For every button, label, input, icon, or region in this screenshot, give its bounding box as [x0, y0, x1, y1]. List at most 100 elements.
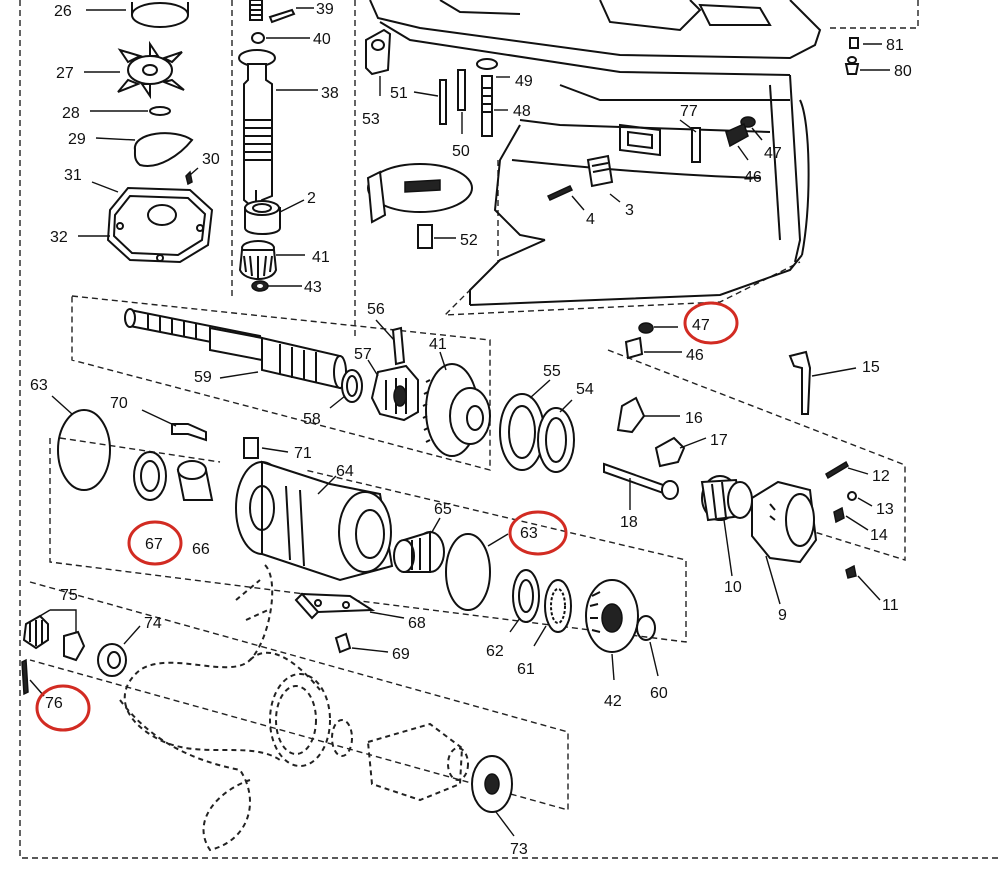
key-39 [268, 8, 296, 24]
label-47-lower: 47 [692, 317, 710, 334]
wear-plate-31-32 [106, 186, 214, 264]
label-29: 29 [68, 131, 86, 148]
label-80: 80 [894, 63, 912, 80]
ball-13 [847, 491, 857, 501]
housing-group-border [830, 0, 919, 29]
label-4: 4 [586, 211, 595, 228]
label-63-callout: 63 [520, 525, 538, 542]
label-30: 30 [202, 151, 220, 168]
shift-group-border [607, 349, 906, 561]
label-28: 28 [62, 105, 80, 122]
label-41-top: 41 [312, 249, 330, 266]
o-ring-28 [149, 106, 171, 116]
label-13: 13 [876, 501, 894, 518]
callout-circles [35, 301, 739, 732]
housing-hardware [365, 28, 890, 360]
callout-63 [508, 510, 568, 556]
bearing-carrier-64 [235, 460, 394, 582]
group-borders [19, 0, 1000, 859]
pin-12 [825, 460, 849, 480]
label-64: 64 [336, 463, 354, 480]
cam-17 [654, 436, 686, 468]
link-16 [616, 396, 646, 434]
plug-81 [849, 37, 859, 49]
label-3: 3 [625, 202, 634, 219]
label-38: 38 [321, 85, 339, 102]
label-77: 77 [680, 103, 698, 120]
bearing-carrier-top-border [59, 437, 221, 463]
screw-69 [334, 632, 352, 654]
label-61: 61 [517, 661, 535, 678]
bolt-52 [417, 224, 433, 249]
spacer-74 [97, 643, 127, 677]
label-51: 51 [390, 85, 408, 102]
propshaft-group-border [71, 295, 491, 471]
label-73: 73 [510, 841, 528, 858]
label-66: 66 [192, 541, 210, 558]
label-40: 40 [313, 31, 331, 48]
ring-40 [251, 32, 265, 44]
label-43: 43 [304, 279, 322, 296]
label-75: 75 [60, 587, 78, 604]
bearing-2 [244, 200, 281, 235]
gearcase-housing [369, 0, 822, 306]
label-58: 58 [303, 411, 321, 428]
stud-50 [457, 69, 466, 111]
label-10: 10 [724, 579, 742, 596]
callout-76 [35, 684, 91, 732]
label-53: 53 [362, 111, 380, 128]
label-46-lower: 46 [686, 347, 704, 364]
label-42: 42 [604, 693, 622, 710]
washer-54 [537, 407, 575, 473]
outer-frame-border [19, 0, 1000, 859]
driveshaft-parts [238, 0, 318, 292]
label-81: 81 [886, 37, 904, 54]
spring-14 [833, 506, 845, 524]
label-27: 27 [56, 65, 74, 82]
callout-67 [127, 520, 183, 566]
trim-tab [366, 163, 473, 224]
propshaft-group [124, 308, 575, 473]
label-17: 17 [710, 432, 728, 449]
label-49: 49 [515, 73, 533, 90]
label-26: 26 [54, 3, 72, 20]
callout-47 [683, 301, 739, 345]
washer-60 [636, 615, 656, 641]
washer-62 [512, 569, 540, 623]
washer-49 [476, 58, 498, 70]
propeller-group [21, 564, 515, 852]
shift-group [603, 350, 881, 605]
shift-housing-9 [751, 480, 818, 564]
lower-housing-border [443, 160, 801, 316]
o-ring-63-large [57, 409, 111, 491]
bearing-carrier-group [51, 395, 659, 681]
bearing-66 [176, 460, 214, 501]
label-50: 50 [452, 143, 470, 160]
label-41-mid: 41 [429, 336, 447, 353]
label-16: 16 [685, 410, 703, 427]
washer-47-lower [638, 322, 654, 334]
label-56: 56 [367, 301, 385, 318]
label-68: 68 [408, 615, 426, 632]
screw-77 [691, 127, 701, 163]
pump-housing-26 [131, 2, 189, 28]
label-67-callout: 67 [145, 536, 163, 553]
label-9: 9 [778, 607, 787, 624]
label-2: 2 [307, 190, 316, 207]
label-15: 15 [862, 359, 880, 376]
impeller-27 [117, 40, 185, 100]
shift-rod-15 [788, 350, 812, 415]
label-74: 74 [144, 615, 162, 632]
detent-11 [845, 564, 857, 579]
water-pump-parts [78, 2, 214, 264]
keeper-71 [243, 437, 259, 459]
label-39: 39 [316, 1, 334, 18]
label-18: 18 [620, 514, 638, 531]
label-54: 54 [576, 381, 594, 398]
label-12: 12 [872, 468, 890, 485]
bearing-carrier-group-border [49, 438, 687, 643]
gear-41 [422, 363, 491, 457]
propeller-group-border [29, 581, 569, 811]
gasket-29 [133, 132, 194, 167]
